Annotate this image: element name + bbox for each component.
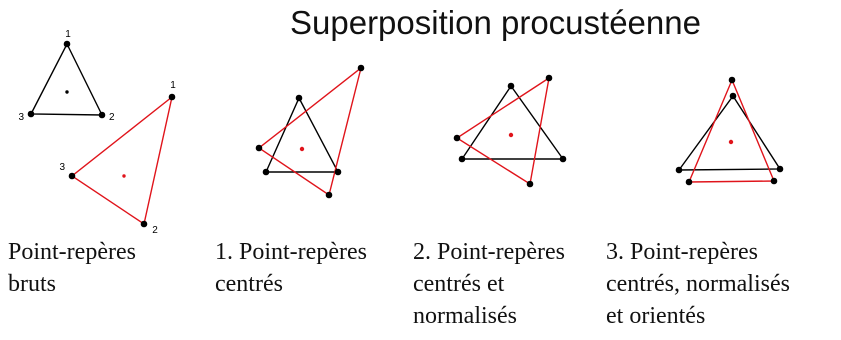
centered-reference-landmark-1 [295, 94, 303, 102]
raw-target-landmark-1 [168, 93, 176, 101]
raw-target-landmark-3 [68, 172, 76, 180]
caption-centered: 1. Point-repères centrés [215, 236, 367, 300]
normalized-reference-triangle [460, 84, 565, 160]
raw-target-label-3: 3 [59, 162, 65, 173]
raw-reference-landmark-1 [63, 40, 71, 48]
diagram-title: Superposition procustéenne [290, 4, 701, 41]
normalized-reference-landmark-2 [559, 155, 567, 163]
centered-reference-landmark-2 [334, 168, 342, 176]
normalized-target-landmark-3 [453, 134, 461, 142]
normalized-target-landmark-1 [545, 74, 553, 82]
raw-target-triangle [70, 95, 174, 226]
raw-target-landmark-2 [140, 220, 148, 228]
normalized-target-landmark-2 [526, 180, 534, 188]
caption-oriented-line-3: et orientés [606, 303, 706, 329]
oriented-target-landmark-1 [728, 76, 736, 84]
raw-target-centroid [122, 174, 126, 178]
raw-reference-triangle [29, 42, 104, 116]
centered-target-landmark-3 [255, 144, 263, 152]
oriented-target-landmark-3 [685, 178, 693, 186]
caption-normalized-line-1: 2. Point-repères [413, 239, 565, 265]
normalized-reference-landmark-1 [507, 82, 515, 90]
raw-target-label-2: 2 [152, 225, 158, 236]
caption-centered-line-1: 1. Point-repères [215, 239, 367, 265]
caption-raw-line-1: Point-repères [8, 239, 136, 265]
centered-reference-triangle [264, 96, 340, 173]
normalized-target-triangle [455, 76, 550, 186]
caption-centered-line-2: centrés [215, 271, 283, 297]
caption-oriented: 3. Point-repères centrés, normalisés et … [606, 236, 790, 332]
normalized-reference-landmark-3 [458, 155, 466, 163]
raw-reference-centroid [65, 90, 69, 94]
caption-raw: Point-repères bruts [8, 236, 136, 300]
raw-target-label-1: 1 [170, 80, 176, 91]
caption-oriented-line-1: 3. Point-repères [606, 239, 758, 265]
caption-oriented-line-2: centrés, normalisés [606, 271, 790, 297]
oriented-reference-landmark-3 [675, 166, 683, 174]
raw-reference-landmark-3 [27, 110, 35, 118]
oriented-reference-landmark-1 [729, 92, 737, 100]
oriented-target-landmark-2 [770, 177, 778, 185]
centered-target-landmark-2 [325, 191, 333, 199]
oriented-target-triangle [687, 78, 776, 183]
raw-reference-label-1: 1 [65, 29, 71, 40]
caption-normalized: 2. Point-repères centrés et normalisés [413, 236, 565, 332]
centered-target-landmark-1 [357, 64, 365, 72]
oriented-reference-landmark-2 [776, 165, 784, 173]
centered-target-triangle [257, 66, 363, 197]
centered-centroid [299, 146, 305, 152]
caption-normalized-line-2: centrés et [413, 271, 505, 297]
oriented-reference-triangle [677, 94, 782, 171]
normalized-centroid [508, 132, 514, 138]
caption-normalized-line-3: normalisés [413, 303, 517, 329]
raw-reference-landmark-2 [98, 111, 106, 119]
oriented-centroid [728, 139, 734, 145]
caption-raw-line-2: bruts [8, 271, 56, 297]
raw-reference-label-3: 3 [18, 112, 24, 123]
centered-reference-landmark-3 [262, 168, 270, 176]
raw-reference-label-2: 2 [109, 112, 115, 123]
